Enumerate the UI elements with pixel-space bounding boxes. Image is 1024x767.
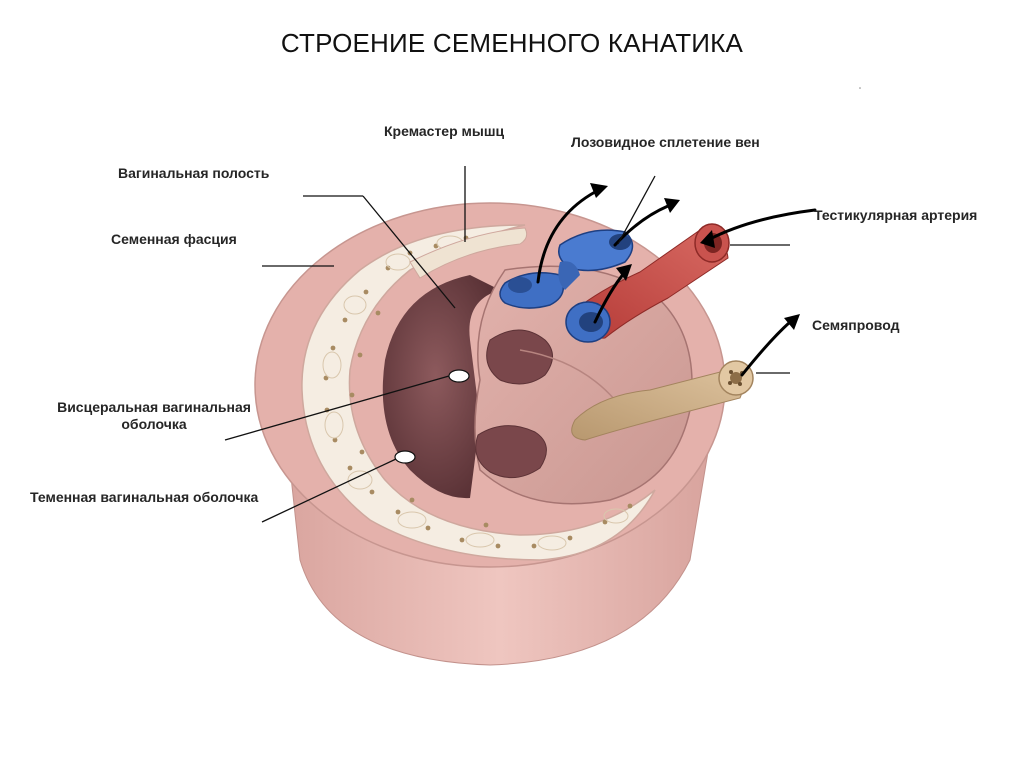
visceral-membrane-loop	[448, 369, 470, 383]
leader-lines	[224, 166, 790, 523]
label-cremaster: Кремастер мышц	[384, 123, 505, 139]
vein-plexus	[499, 229, 634, 309]
arrow-heads	[590, 183, 800, 330]
label-testicular-artery: Тестикулярная артерия	[814, 207, 978, 223]
label-vaginal-cavity: Вагинальная полость	[118, 165, 270, 181]
cord-core	[474, 265, 693, 505]
fascia-cell-outlines	[322, 235, 629, 551]
label-visceral-line1: Висцеральная вагинальная	[57, 399, 251, 415]
label-parietal-membrane: Теменная вагинальная оболочка	[30, 489, 259, 505]
flow-arrows	[536, 190, 817, 377]
label-pampiniform-plexus: Лозовидное сплетение вен	[571, 134, 760, 150]
vaginal-cavity	[382, 275, 500, 499]
stray-dot	[859, 87, 861, 89]
label-visceral-membrane: Висцеральная вагинальная оболочка	[38, 399, 270, 433]
label-spermatic-fascia: Семенная фасция	[111, 231, 237, 247]
cremaster-band	[409, 227, 528, 279]
fascia-layer	[301, 224, 656, 561]
artery-tube	[565, 223, 730, 343]
label-vas-deferens: Семяпровод	[812, 317, 900, 333]
vas-deferens-tube	[571, 360, 754, 441]
diagram-title: СТРОЕНИЕ СЕМЕННОГО КАНАТИКА	[280, 28, 744, 58]
parietal-membrane-loop	[394, 450, 416, 464]
label-visceral-line2: оболочка	[121, 416, 187, 432]
